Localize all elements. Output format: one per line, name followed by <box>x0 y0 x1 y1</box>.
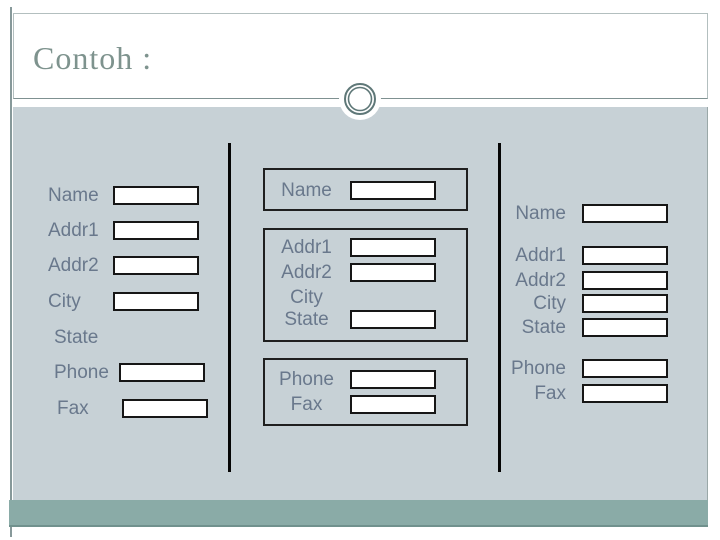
field-row: Name <box>265 181 436 200</box>
field-label: Addr2 <box>48 255 99 276</box>
field-row: Addr1 <box>48 221 199 240</box>
text-field[interactable] <box>350 395 436 414</box>
field-row: State <box>265 310 436 329</box>
field-row: Name <box>500 204 668 223</box>
text-field[interactable] <box>119 363 205 382</box>
section-divider-line-1 <box>228 143 231 472</box>
text-field[interactable] <box>350 370 436 389</box>
footer-band <box>9 500 708 527</box>
text-field[interactable] <box>113 292 199 311</box>
text-field[interactable] <box>350 181 436 200</box>
text-field[interactable] <box>582 271 668 290</box>
text-field[interactable] <box>350 238 436 257</box>
field-row: Addr2 <box>48 256 199 275</box>
group-box: Addr1 Addr2 City State <box>263 228 468 342</box>
field-row: Phone <box>48 363 205 382</box>
field-row: Fax <box>500 384 668 403</box>
field-row: Addr1 <box>500 246 668 265</box>
field-label: Phone <box>279 369 334 390</box>
text-field[interactable] <box>582 359 668 378</box>
circle-ornament-icon <box>338 77 382 121</box>
group-box: Name <box>263 168 468 211</box>
field-row: City <box>500 294 668 313</box>
field-label: Addr1 <box>281 237 332 258</box>
group-box: Phone Fax <box>263 358 468 426</box>
text-field[interactable] <box>113 221 199 240</box>
text-field[interactable] <box>582 318 668 337</box>
text-field[interactable] <box>582 246 668 265</box>
field-row: Phone <box>265 370 436 389</box>
field-row: Addr2 <box>500 271 668 290</box>
field-label: Fax <box>290 394 323 415</box>
field-row: Fax <box>265 395 436 414</box>
field-row: State <box>500 318 668 337</box>
field-label: Fax <box>57 398 89 419</box>
field-label: Addr1 <box>48 220 99 241</box>
text-field[interactable] <box>113 256 199 275</box>
field-label: Name <box>515 203 566 224</box>
field-label: Phone <box>511 358 566 379</box>
field-label: Fax <box>534 383 566 404</box>
field-row: Fax <box>48 399 208 418</box>
text-field[interactable] <box>582 204 668 223</box>
field-label: Name <box>281 180 332 201</box>
field-label: Addr2 <box>515 270 566 291</box>
field-row: State <box>48 328 119 347</box>
accent-vertical-line <box>10 7 12 537</box>
field-label: State <box>521 317 566 338</box>
field-label: State <box>54 327 99 348</box>
field-row: City <box>48 292 199 311</box>
text-field[interactable] <box>113 186 199 205</box>
text-field[interactable] <box>350 310 436 329</box>
field-label: Addr1 <box>515 245 566 266</box>
section-divider-line-2 <box>498 143 501 472</box>
field-row: Name <box>48 186 199 205</box>
field-label: Addr2 <box>281 262 332 283</box>
text-field[interactable] <box>582 384 668 403</box>
field-row: Addr1 <box>265 238 436 257</box>
field-row: Addr2 <box>265 263 436 282</box>
field-row: City <box>265 288 350 307</box>
page-title: Contoh : <box>33 40 153 76</box>
field-label: City <box>533 293 566 314</box>
field-label: State <box>284 309 329 330</box>
text-field[interactable] <box>350 263 436 282</box>
text-field[interactable] <box>582 294 668 313</box>
field-label: Phone <box>54 362 109 383</box>
field-label: City <box>48 291 81 312</box>
field-row: Phone <box>500 359 668 378</box>
field-label: City <box>290 287 323 308</box>
text-field[interactable] <box>122 399 208 418</box>
field-label: Name <box>48 185 99 206</box>
